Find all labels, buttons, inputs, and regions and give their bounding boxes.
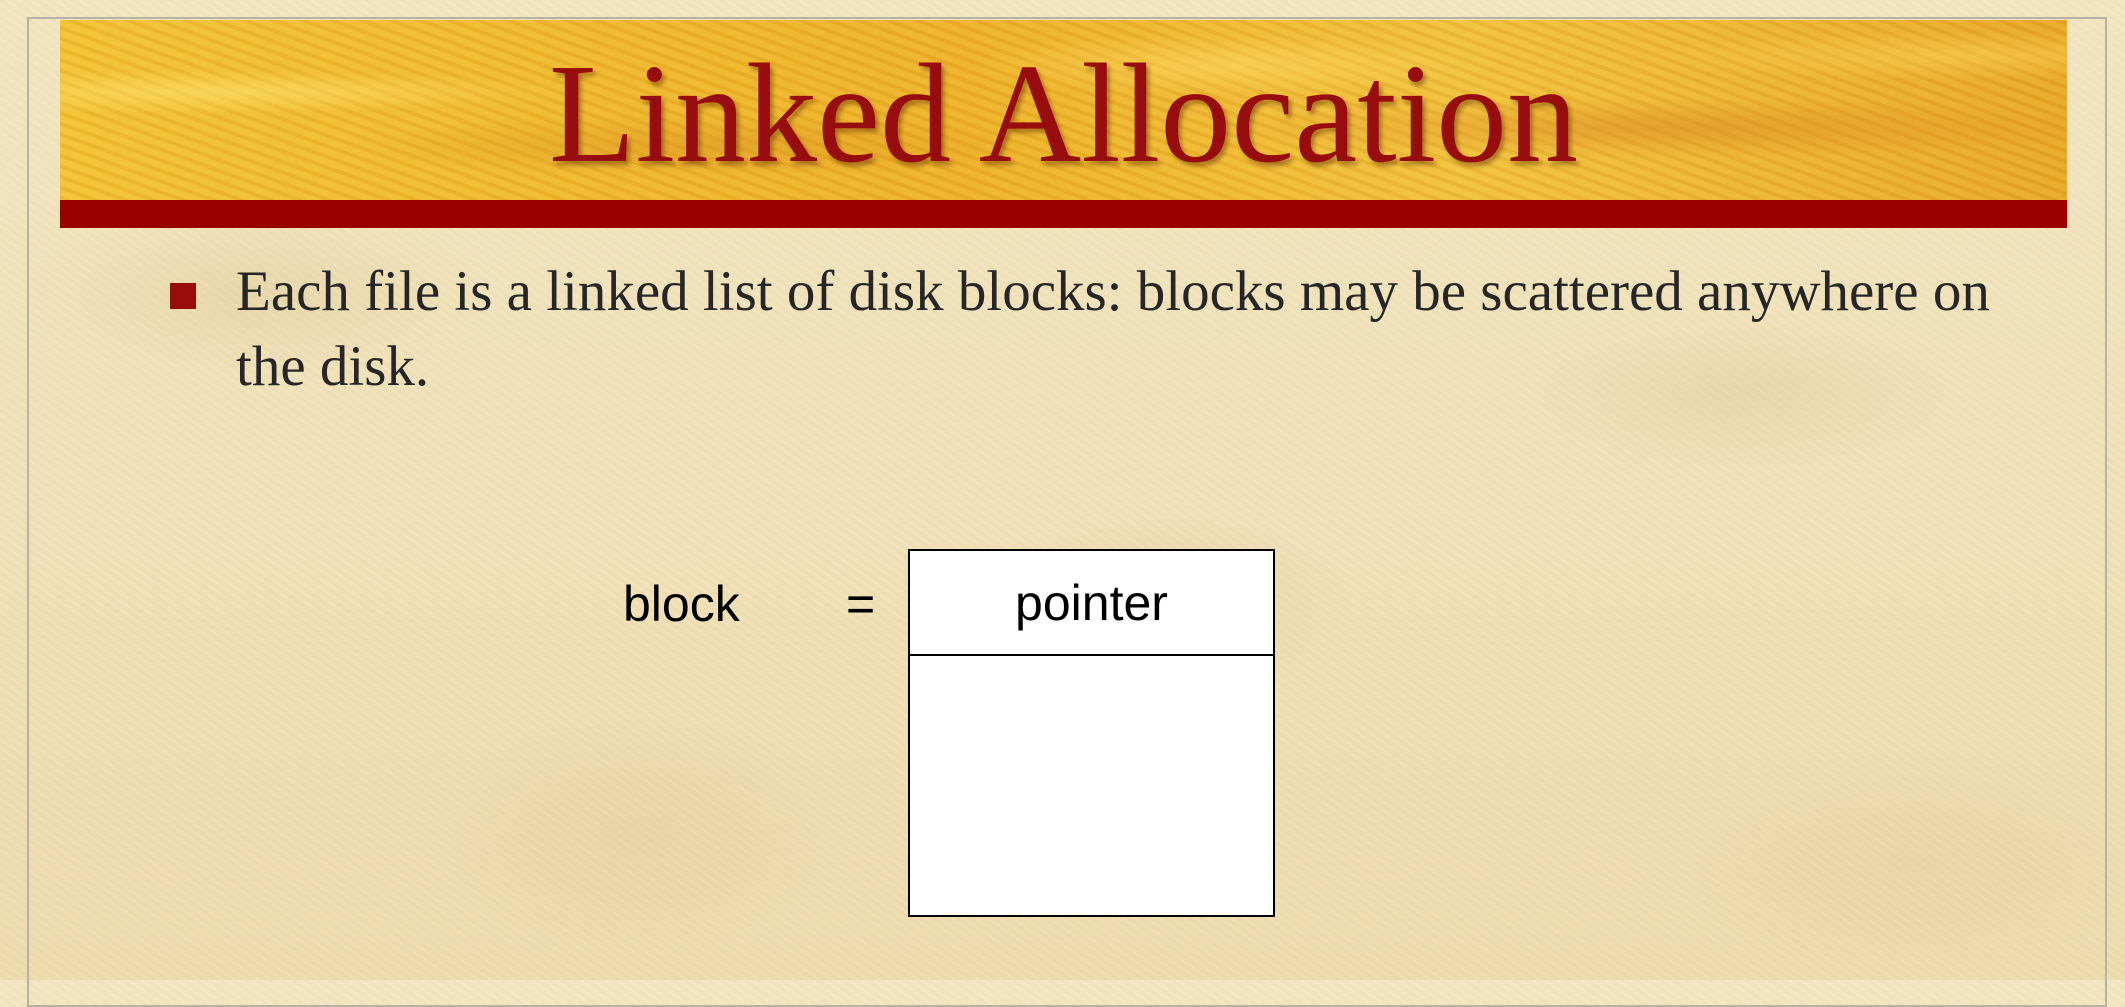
- slide-title: Linked Allocation: [548, 34, 1579, 192]
- bullet-square-icon: [170, 283, 196, 309]
- title-underline-bar: [60, 200, 2067, 228]
- block-structure-box: pointer: [908, 549, 1275, 917]
- block-label: block: [623, 576, 740, 632]
- equals-sign: =: [846, 576, 876, 632]
- title-banner: [60, 20, 2067, 200]
- data-field: [910, 656, 1273, 915]
- bullet-text: Each file is a linked list of disk block…: [236, 260, 1990, 398]
- pointer-field: pointer: [910, 551, 1273, 656]
